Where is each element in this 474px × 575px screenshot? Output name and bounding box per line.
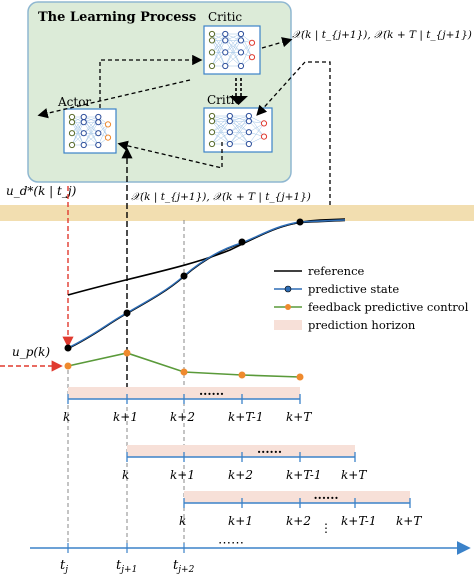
actor-output-left-arrow (37, 79, 191, 119)
predictive-point (238, 238, 246, 246)
horizon-label: k (63, 410, 70, 424)
horizon-label: k (179, 514, 186, 528)
critic-top-network-icon (203, 25, 261, 75)
horizon-label: k+2 (170, 410, 195, 424)
predictive-state-points (64, 218, 304, 352)
middle-state-annotation: 𝒳(k | t_{j+1}), 𝒳(k + T | t_{j+1}) (131, 191, 311, 204)
horizon-label: k+T-1 (286, 468, 321, 482)
learning-process-title: The Learning Process (38, 10, 196, 25)
control-point (123, 349, 131, 357)
control-points (64, 349, 304, 381)
prediction-band (0, 205, 474, 221)
time-axis-label-tj: tj (60, 558, 68, 575)
time-axis-label-tj1: tj+1 (116, 558, 137, 575)
predictive-point (64, 344, 72, 352)
critic-bottom-to-actor-arrow (117, 140, 223, 169)
horizon-ellipsis: ...... (314, 488, 339, 502)
critic-bottom-network-icon (203, 107, 273, 153)
critic-output-annotation: 𝒳(k | t_{j+1}), 𝒳(k + T | t_{j+1}) (292, 29, 472, 42)
actor-label: Actor (57, 95, 91, 109)
critic-top-label: Critic (208, 10, 242, 24)
horizon-label: k+T (286, 410, 312, 424)
legend-predictive-dot (284, 285, 292, 293)
horizon-label: k+2 (228, 468, 253, 482)
horizon-label: k+2 (286, 514, 311, 528)
actor-network-icon (63, 108, 117, 154)
legend-control-dot (285, 304, 291, 310)
horizon-label: k+1 (170, 468, 195, 482)
horizon-label: k+1 (113, 410, 138, 424)
horizon-band (184, 491, 410, 503)
legend-horizon-label: prediction horizon (308, 318, 416, 332)
predictive-point (296, 218, 304, 226)
horizon-label: k+T-1 (341, 514, 376, 528)
control-point (180, 368, 188, 376)
time-axis-label-tj2: tj+2 (173, 558, 195, 575)
legend-reference-label: reference (308, 264, 365, 278)
reference-curve (67, 218, 346, 296)
horizon-label: k+1 (228, 514, 253, 528)
actor-to-critic-arrow (99, 54, 203, 108)
horizon-label: k+T (341, 468, 367, 482)
horizon-label: k+T (396, 514, 422, 528)
critic-double-arrowhead (229, 96, 248, 105)
vertical-dots: ⋮ (320, 521, 332, 535)
predictive-point (123, 309, 131, 317)
legend: reference predictive state feedback pred… (274, 264, 469, 332)
control-point (296, 373, 304, 381)
horizon-band (127, 445, 355, 457)
control-input-annotation: u_p(k) (12, 345, 50, 359)
predictive-state-shadow (67, 220, 346, 350)
predictive-point (180, 272, 188, 280)
horizon-ellipsis: ...... (199, 384, 224, 398)
horizon-label: k+T-1 (228, 410, 263, 424)
critic-double-down-arrow (235, 78, 242, 96)
horizon-label: k (122, 468, 129, 482)
time-axis-dots: ⋯⋯ (218, 536, 244, 551)
reference-input-annotation: u_d*(k | t_j) (6, 184, 77, 198)
feedback-right-arrow (256, 61, 331, 205)
critic-output-right-arrow (261, 37, 293, 49)
horizon-ellipsis: ...... (257, 442, 282, 456)
legend-control-label: feedback predictive control (308, 300, 469, 314)
legend-horizon-swatch (274, 320, 302, 330)
legend-predictive-label: predictive state (308, 282, 399, 296)
prediction-horizon-rows: k k+1 k+2 k+T-1 k+T...... k k+1 k+2 k+T-1 k+T....… (63, 384, 422, 528)
control-point (238, 371, 246, 379)
control-point (64, 362, 72, 370)
